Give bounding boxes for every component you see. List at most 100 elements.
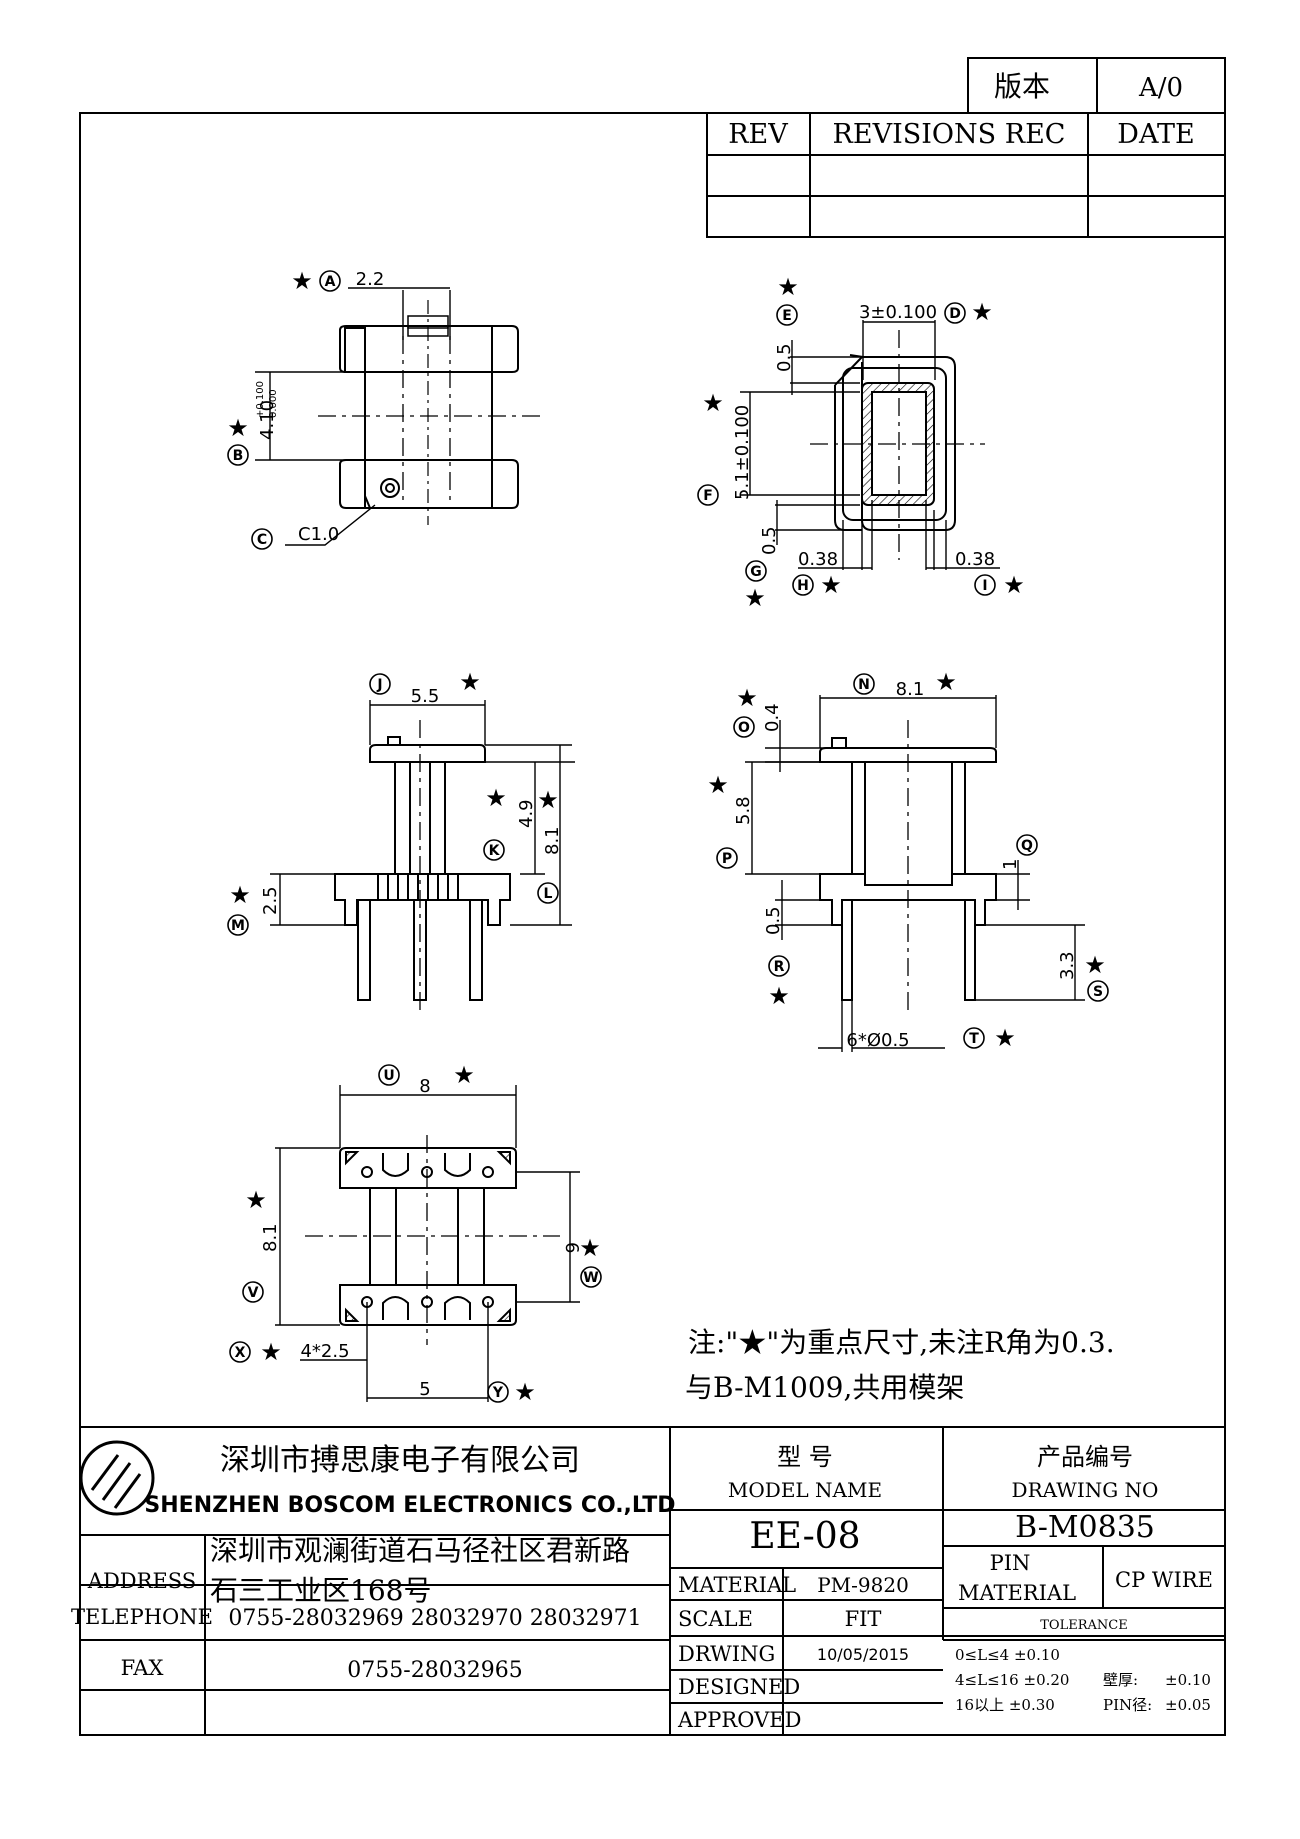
drawing-no-label-cn: 产品编号 xyxy=(1037,1443,1133,1471)
dim-A-value: 2.2 xyxy=(356,269,385,290)
callout-letter-f: F xyxy=(703,488,713,504)
view-section xyxy=(810,330,985,560)
material-value: PM-9820 xyxy=(817,1573,909,1597)
dim-W-value: 6 xyxy=(561,1242,582,1253)
callout-letter-n: N xyxy=(858,677,870,693)
callout-letter-b: B xyxy=(233,448,244,464)
tolerance-label: TOLERANCE xyxy=(1040,1618,1127,1633)
callout-letter-j: J xyxy=(376,677,382,693)
callout-letter-o: O xyxy=(738,720,750,736)
version-value: A/0 xyxy=(1138,73,1183,103)
approved-label: APPROVED xyxy=(677,1708,801,1732)
drawing-date: 10/05/2015 xyxy=(817,1645,909,1664)
dim-I-value: 0.38 xyxy=(955,549,995,570)
drawing-no-label-en: DRAWING NO xyxy=(1012,1478,1159,1502)
callout-circle-r xyxy=(768,955,790,977)
dim-B-value: 4.10 xyxy=(257,400,278,440)
title-block xyxy=(79,1426,1225,1735)
pin-material-label: MATERIAL xyxy=(958,1581,1076,1605)
key-dimension-star-icon: ★ xyxy=(1084,951,1106,979)
dim-B-tol-minus: 0.000 xyxy=(268,389,279,418)
callout-circle-w xyxy=(580,1266,602,1288)
callout-letter-h: H xyxy=(797,578,809,594)
view-front xyxy=(819,720,997,1010)
callout-letter-k: K xyxy=(489,843,501,859)
dim-F-value: 5.1±0.100 xyxy=(732,405,753,500)
pin-material-value: CP WIRE xyxy=(1115,1568,1213,1592)
key-dimension-star-icon: ★ xyxy=(768,982,790,1010)
dim-K-value: 4.9 xyxy=(516,799,537,828)
callout-letter-v: V xyxy=(248,1285,259,1301)
note-line-2: 与B-M1009,共用模架 xyxy=(685,1371,964,1404)
callout-letter-c: C xyxy=(257,532,267,548)
company-logo-icon xyxy=(79,1440,155,1516)
key-dimension-star-icon: ★ xyxy=(260,1338,282,1366)
model-value: EE-08 xyxy=(749,1516,860,1557)
key-dimension-star-icon: ★ xyxy=(1003,571,1025,599)
callout-circle-c xyxy=(251,528,273,550)
fax-value: 0755-28032965 xyxy=(347,1658,522,1683)
callout-circle-p xyxy=(716,847,738,869)
key-dimension-star-icon: ★ xyxy=(459,668,481,696)
callout-letter-e: E xyxy=(782,308,792,324)
company-name-en: SHENZHEN BOSCOM ELECTRONICS CO.,LTD xyxy=(144,1493,675,1518)
dim-N-value: 8.1 xyxy=(896,679,925,700)
sheet-border xyxy=(79,112,1226,1736)
note-line-1: 注:"★"为重点尺寸,未注R角为0.3. xyxy=(688,1326,1115,1359)
callout-letter-a: A xyxy=(325,274,336,290)
key-dimension-star-icon: ★ xyxy=(971,298,993,326)
callout-circle-v xyxy=(242,1281,264,1303)
telephone-value: 0755-28032969 28032970 28032971 xyxy=(228,1606,641,1631)
key-dimension-star-icon: ★ xyxy=(820,571,842,599)
key-dimension-star-icon: ★ xyxy=(245,1186,267,1214)
dim-G-value: 0.5 xyxy=(759,526,780,555)
tolerance-row-3: 16以上 ±0.30 xyxy=(955,1696,1055,1714)
callout-circle-o xyxy=(733,716,755,738)
dim-C-value: C1.0 xyxy=(298,524,339,545)
view-side xyxy=(334,720,511,1010)
view-bottom-dims xyxy=(275,1085,580,1402)
callout-circle-d xyxy=(944,302,966,324)
key-dimension-star-icon: ★ xyxy=(707,771,729,799)
rev-header: REV xyxy=(728,119,788,150)
dim-L-value: 8.1 xyxy=(542,826,563,855)
callout-circle-g xyxy=(745,560,767,582)
dim-E-value: 0.5 xyxy=(774,343,795,372)
key-dimension-star-icon: ★ xyxy=(744,584,766,612)
dim-O-value: 0.4 xyxy=(762,703,783,732)
dim-D-value: 3±0.100 xyxy=(859,302,937,323)
callout-circle-y xyxy=(487,1381,509,1403)
telephone-label: TELEPHONE xyxy=(71,1605,213,1629)
callout-circle-u xyxy=(378,1064,400,1086)
address-label: ADDRESS xyxy=(87,1569,196,1593)
callout-letter-p: P xyxy=(722,851,732,867)
version-box: 版本 A/0 xyxy=(967,57,1226,114)
callout-letter-m: M xyxy=(231,918,245,934)
callout-circle-k xyxy=(483,839,505,861)
view-front-dims xyxy=(745,695,1085,1052)
view-side-dims xyxy=(270,700,575,926)
key-dimension-star-icon: ★ xyxy=(537,786,559,814)
dim-U-value: 8 xyxy=(419,1076,430,1097)
dim-Q-value: 1 xyxy=(1000,859,1021,870)
drawing-no-value: B-M0835 xyxy=(1015,1510,1155,1545)
view-bottom xyxy=(305,1135,560,1345)
date-header: DATE xyxy=(1117,119,1194,150)
key-dimension-star-icon: ★ xyxy=(485,784,507,812)
callout-circle-q xyxy=(1016,834,1038,856)
tolerance-row-2: 4≤L≤16 ±0.20 xyxy=(955,1671,1069,1689)
dim-X-value: 4*2.5 xyxy=(300,1341,349,1362)
dim-H-value: 0.38 xyxy=(798,549,838,570)
pin-diameter-label: PIN径: xyxy=(1103,1696,1152,1714)
key-dimension-star-icon: ★ xyxy=(291,267,313,295)
wall-thickness-label: 壁厚: xyxy=(1103,1671,1138,1689)
callout-circle-x xyxy=(229,1341,251,1363)
callout-letter-l: L xyxy=(544,886,553,902)
key-dimension-star-icon: ★ xyxy=(994,1024,1016,1052)
model-label-cn: 型 号 xyxy=(777,1443,833,1471)
view-top-dims xyxy=(255,287,451,546)
key-dimension-star-icon: ★ xyxy=(229,881,251,909)
callout-circle-h xyxy=(792,574,814,596)
callout-circle-t xyxy=(963,1027,985,1049)
